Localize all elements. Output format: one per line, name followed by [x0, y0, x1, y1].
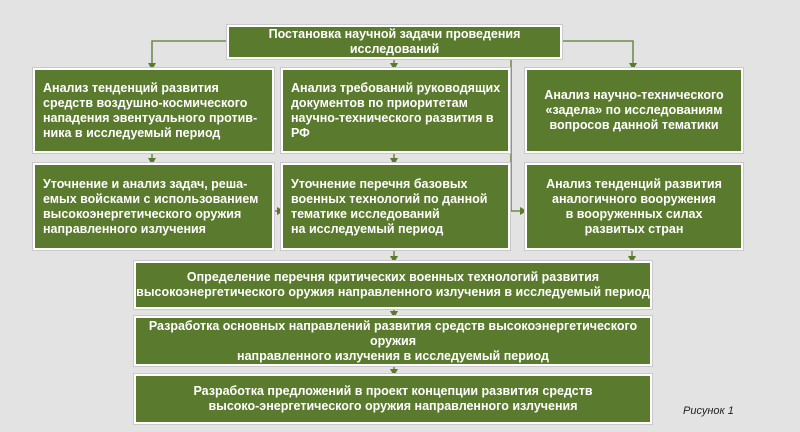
box-col1-row1-text: Анализ тенденций развития средств воздуш… — [43, 80, 258, 140]
box-col2-row2: Уточнение перечня базовых военных технол… — [281, 163, 510, 250]
box-step-concept-proposals-text: Разработка предложений в проект концепци… — [193, 384, 593, 413]
box-col2-row2-text: Уточнение перечня базовых военных технол… — [291, 176, 488, 236]
box-col1-row2: Уточнение и анализ задач, реша- емых вой… — [33, 163, 274, 250]
box-col3-row2-text: Анализ тенденций развития аналогичного в… — [546, 176, 722, 236]
box-step-development-directions-text: Разработка основных направлений развития… — [148, 318, 638, 363]
box-step-concept-proposals: Разработка предложений в проект концепци… — [134, 374, 652, 424]
box-col2-row1: Анализ требований руководящих документов… — [281, 68, 510, 153]
box-col1-row2-text: Уточнение и анализ задач, реша- емых вой… — [43, 176, 259, 236]
box-col3-row1-text: Анализ научно-технического «задела» по и… — [544, 88, 724, 132]
box-problem-statement: Постановка научной задачи проведения исс… — [227, 25, 562, 59]
box-problem-statement-text: Постановка научной задачи проведения исс… — [268, 27, 521, 56]
arrow-top-to-col3-row2 — [510, 58, 522, 212]
box-col2-row1-text: Анализ требований руководящих документов… — [291, 80, 501, 140]
box-col3-row1: Анализ научно-технического «задела» по и… — [525, 68, 743, 153]
figure-caption: Рисунок 1 — [683, 405, 734, 417]
box-col1-row1: Анализ тенденций развития средств воздуш… — [33, 68, 274, 153]
box-step-development-directions: Разработка основных направлений развития… — [134, 316, 652, 366]
box-step-critical-technologies: Определение перечня критических военных … — [134, 261, 652, 309]
box-col3-row2: Анализ тенденций развития аналогичного в… — [525, 163, 743, 250]
box-step-critical-technologies-text: Определение перечня критических военных … — [136, 270, 650, 299]
arrow-top-to-col1 — [151, 40, 229, 65]
arrow-top-to-col3 — [560, 40, 634, 65]
